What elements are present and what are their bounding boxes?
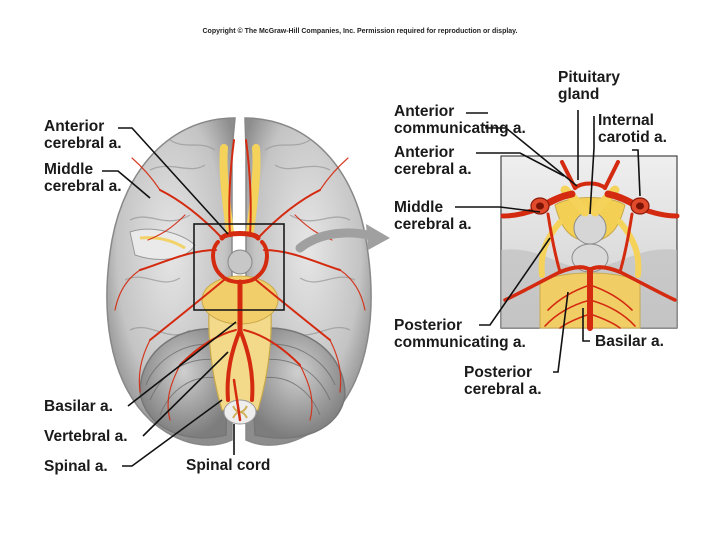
label-anterior-communicating: Anterior communicating a. [394, 103, 526, 137]
label-basilar-right: Basilar a. [595, 333, 664, 350]
zoom-arrow [295, 228, 377, 253]
label-line: Anterior [44, 118, 105, 135]
label-line: Anterior [394, 103, 455, 120]
label-line: Pituitary [558, 69, 621, 86]
label-vertebral: Vertebral a. [44, 428, 128, 445]
label-basilar-left: Basilar a. [44, 398, 113, 415]
label-line: Middle [394, 199, 444, 216]
label-posterior-cerebral: Posterior cerebral a. [464, 364, 542, 398]
label-pituitary: Pituitary gland [558, 69, 620, 103]
label-line: cerebral a. [464, 381, 542, 398]
label-anterior-cerebral-right: Anterior cerebral a. [394, 144, 472, 178]
label-posterior-communicating: Posterior communicating a. [394, 317, 526, 351]
label-line: cerebral a. [44, 178, 122, 195]
label-line: cerebral a. [394, 216, 472, 233]
label-line: cerebral a. [44, 135, 122, 152]
label-internal-carotid: Internal carotid a. [598, 112, 667, 146]
brain-inferior-view [106, 117, 372, 446]
label-line: Middle [44, 161, 94, 178]
label-line: Posterior [464, 364, 533, 381]
label-line: carotid a. [598, 129, 667, 146]
label-middle-cerebral-left: Middle cerebral a. [44, 161, 122, 195]
label-line: communicating a. [394, 120, 526, 137]
label-anterior-cerebral-left: Anterior cerebral a. [44, 118, 122, 152]
label-line: cerebral a. [394, 161, 472, 178]
label-spinal-cord: Spinal cord [186, 457, 271, 474]
label-spinal-artery: Spinal a. [44, 458, 108, 475]
leader-lines [102, 110, 641, 467]
circle-of-willis-inset [500, 155, 680, 331]
label-line: Internal [598, 112, 654, 129]
copyright-notice: Copyright © The McGraw-Hill Companies, I… [202, 28, 518, 35]
label-line: Posterior [394, 317, 463, 334]
label-line: communicating a. [394, 334, 526, 351]
label-middle-cerebral-right: Middle cerebral a. [394, 199, 472, 233]
label-line: Anterior [394, 144, 455, 161]
label-line: gland [558, 86, 600, 103]
zoom-arrowhead [366, 224, 390, 250]
